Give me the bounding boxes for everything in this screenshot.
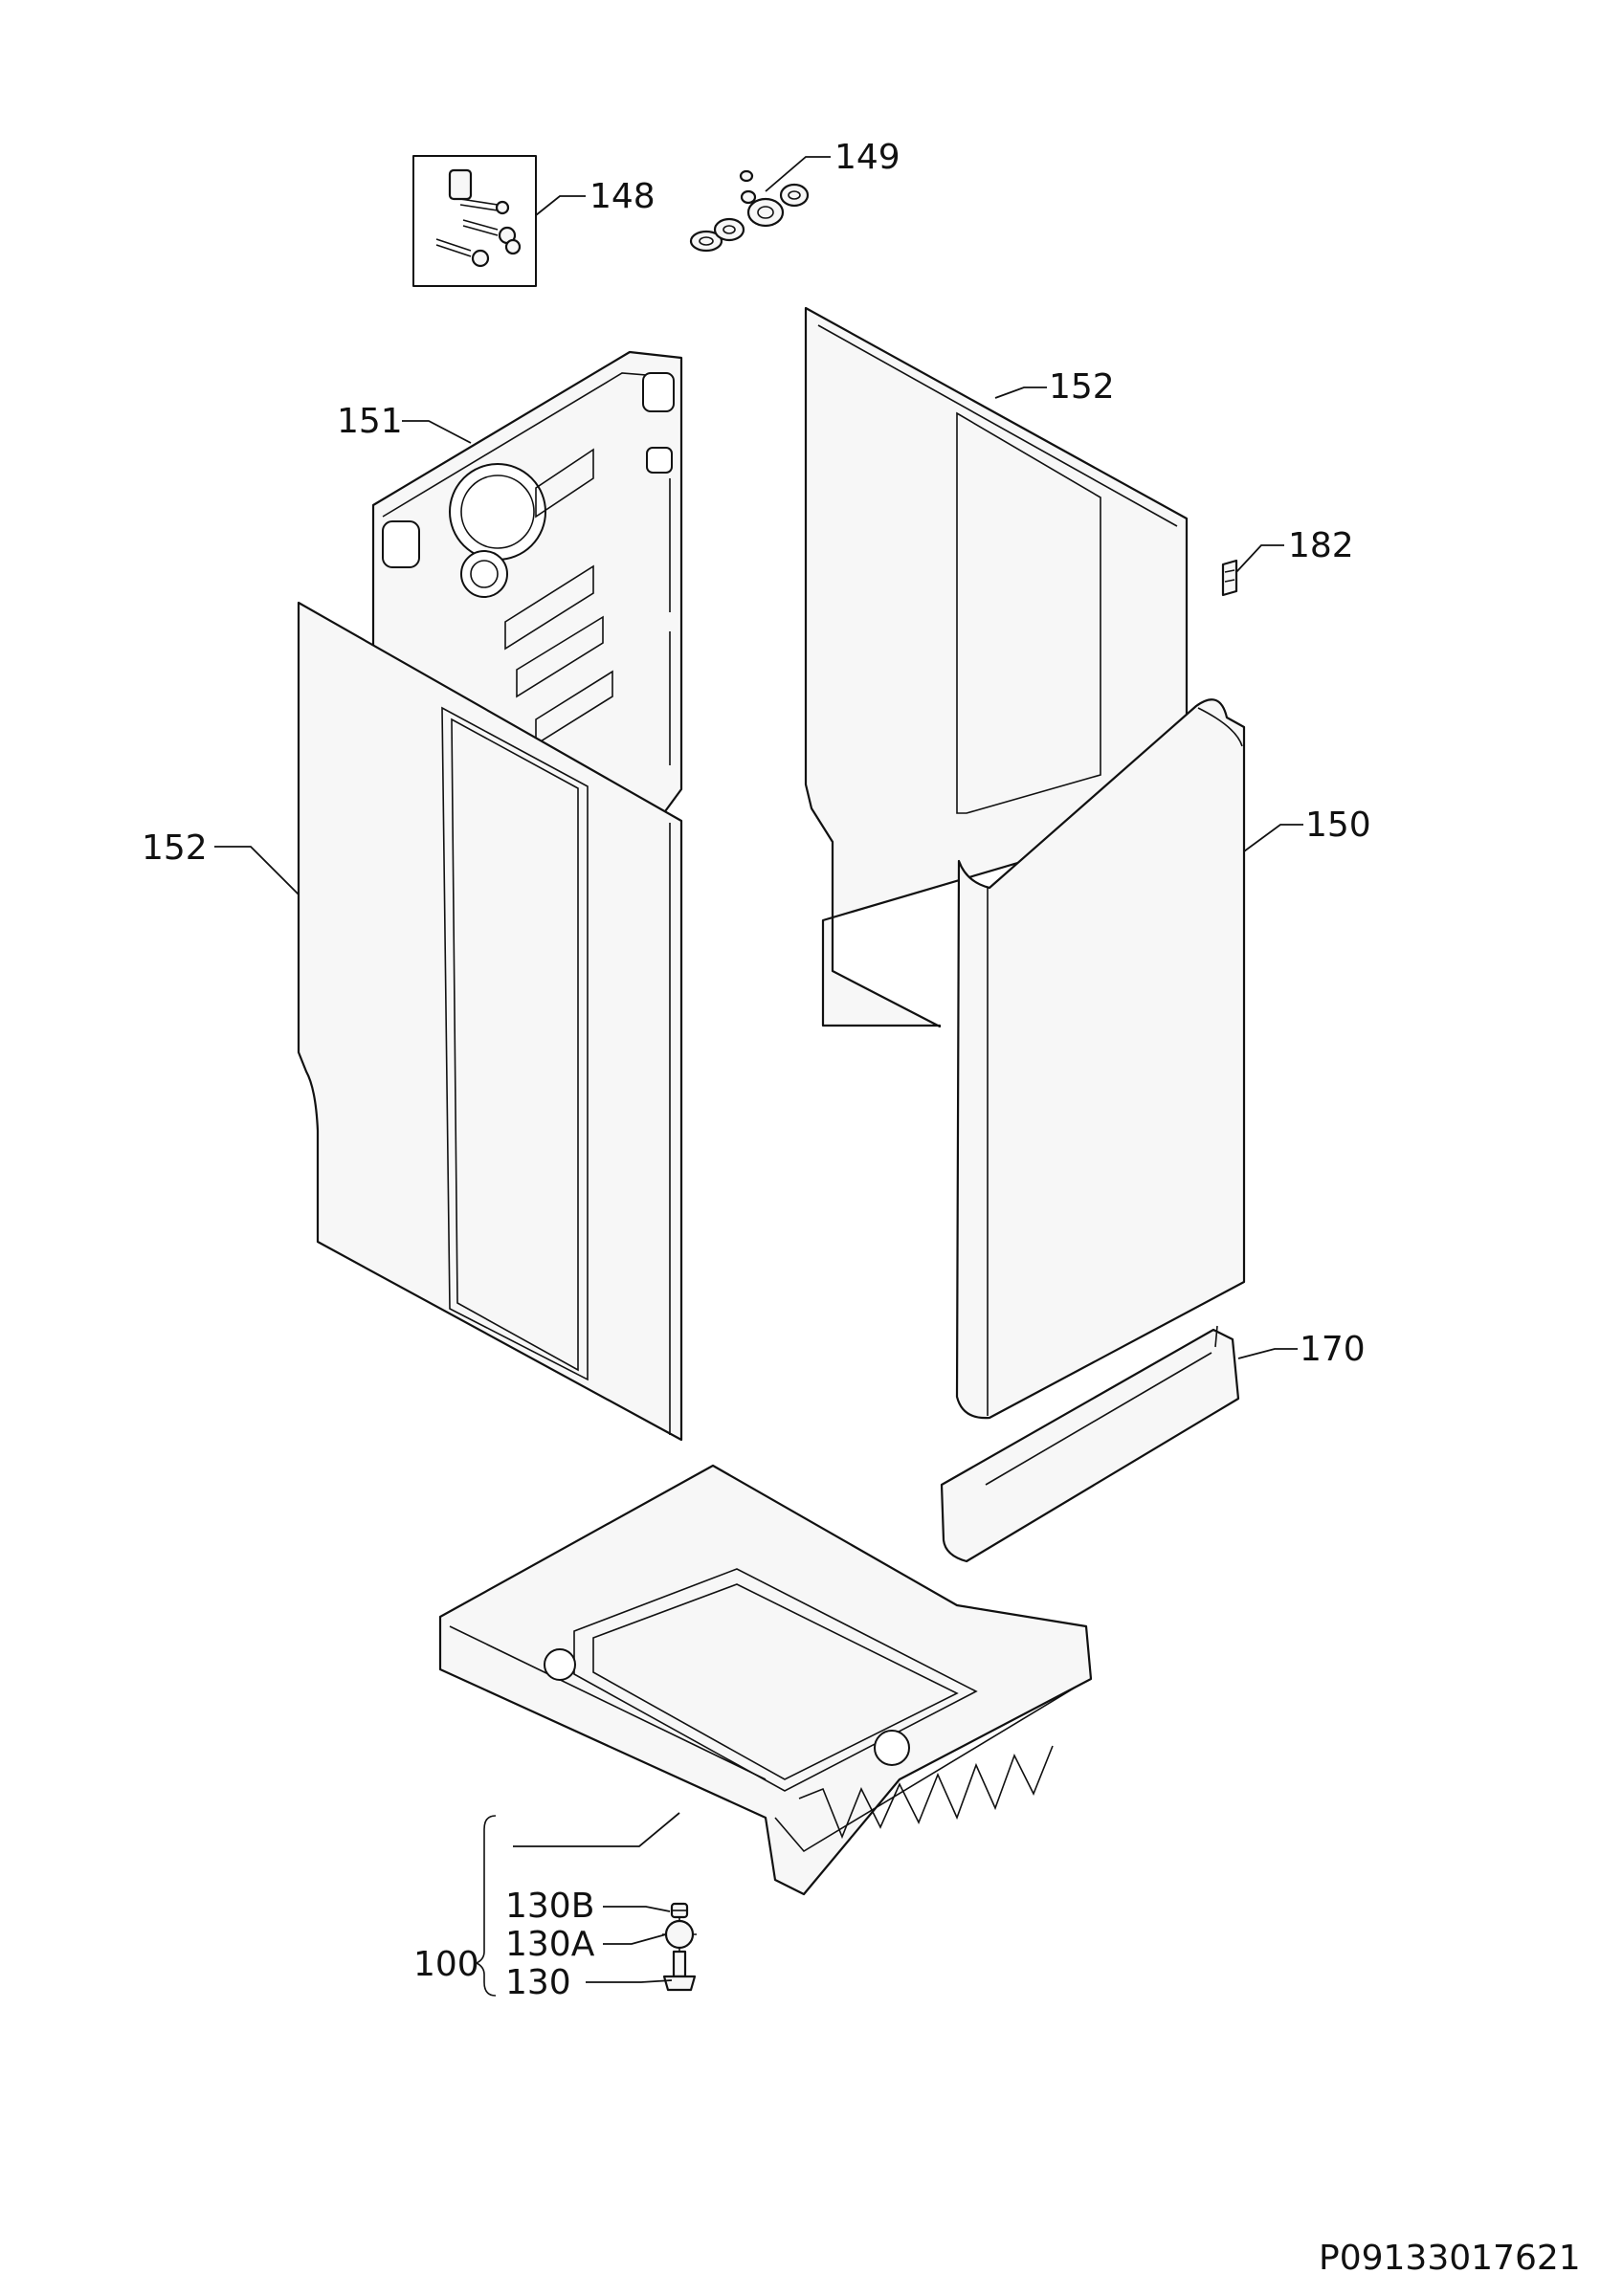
label-130A: 130A bbox=[505, 1925, 595, 1964]
label-100: 100 bbox=[413, 1945, 479, 1984]
bracket-100 bbox=[475, 1815, 497, 1997]
label-130: 130 bbox=[505, 1963, 571, 2002]
label-150: 150 bbox=[1305, 806, 1371, 845]
label-151: 151 bbox=[337, 402, 403, 441]
label-182: 182 bbox=[1288, 526, 1354, 565]
label-152-top: 152 bbox=[1049, 367, 1115, 407]
label-170: 170 bbox=[1300, 1330, 1366, 1369]
part-130-foot[interactable] bbox=[662, 1950, 697, 1992]
part-130B-foot-cap[interactable] bbox=[670, 1902, 689, 1919]
part-130A-foot-gear[interactable] bbox=[662, 1917, 697, 1952]
drawing-code: P09133017621 bbox=[1319, 2239, 1581, 2278]
label-152-left: 152 bbox=[142, 828, 208, 868]
part-152-front-panel[interactable] bbox=[297, 601, 683, 1442]
label-130B: 130B bbox=[505, 1887, 594, 1926]
part-148-screw-kit[interactable] bbox=[412, 155, 537, 287]
screw-icon bbox=[435, 168, 522, 268]
label-149: 149 bbox=[834, 138, 900, 177]
part-149-washer-set[interactable] bbox=[689, 169, 810, 253]
label-148: 148 bbox=[589, 177, 656, 216]
part-182-clip[interactable] bbox=[1221, 559, 1238, 597]
washer-icon bbox=[689, 169, 810, 253]
part-150-side-cover[interactable] bbox=[955, 698, 1246, 1420]
part-170-plinth[interactable] bbox=[940, 1325, 1240, 1563]
part-100-base-frame[interactable] bbox=[438, 1464, 1093, 1896]
